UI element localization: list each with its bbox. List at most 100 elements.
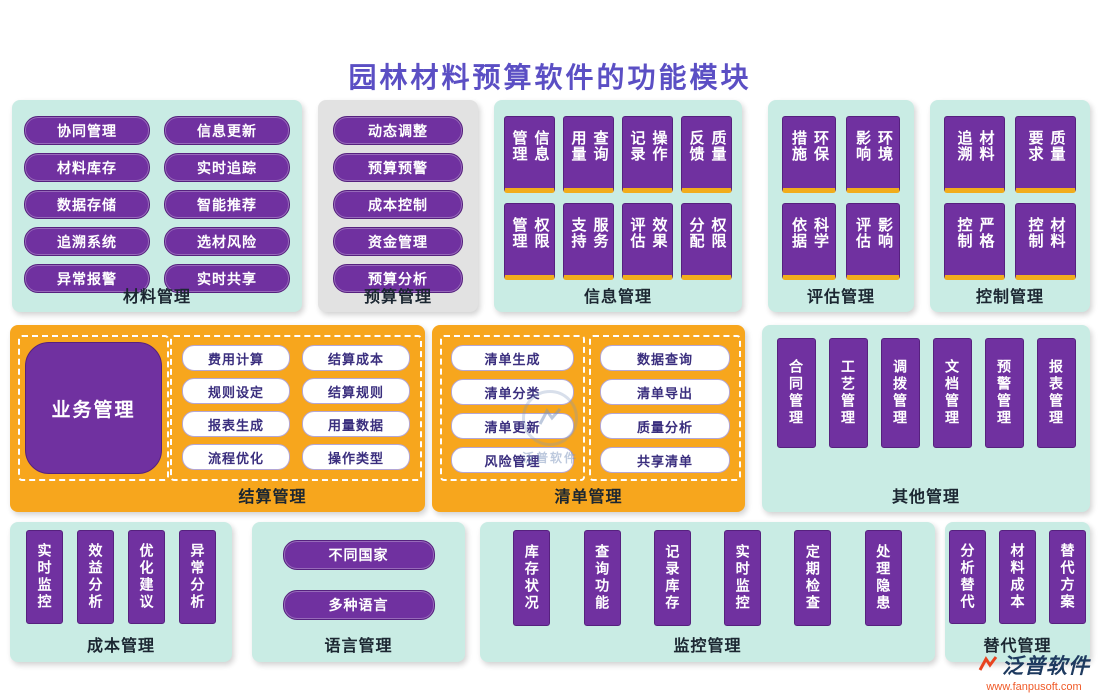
module-chip: 风险管理: [451, 447, 574, 473]
module-chip: 数据查询: [600, 345, 730, 371]
module-chip: 工艺管理: [828, 338, 868, 448]
panel-label-budget: 预算管理: [363, 289, 432, 306]
module-chip-label: 文档管理: [944, 359, 960, 427]
module-chip: 库存状况: [513, 530, 551, 626]
panel-label-list: 清单管理: [554, 489, 623, 506]
module-chip-label: 效益分析: [87, 543, 104, 611]
module-chip: 权限管理: [504, 203, 555, 280]
panel-cost-management: 实时监控 效益分析 优化建议 异常分析 成本管理: [10, 522, 232, 662]
module-chip-label: 库存状况: [523, 544, 540, 612]
module-chip: 实时监控: [26, 530, 63, 624]
module-chip-label: 优化建议: [138, 543, 155, 611]
module-chip-label: 异常分析: [189, 543, 206, 611]
module-chip: 信息管理: [504, 116, 555, 193]
module-chip: 权限分配: [681, 203, 732, 280]
module-chip: 选材风险: [164, 227, 290, 256]
module-chip-label: 材料控制: [1026, 216, 1066, 249]
panel-settlement-management: 业务管理 费用计算 结算成本 规则设定 结算规则 报表生成 用量数据 流程优化 …: [10, 325, 425, 512]
panel-label-cost: 成本管理: [86, 638, 155, 655]
module-chip: 协同管理: [24, 116, 150, 145]
module-chip: 文档管理: [932, 338, 972, 448]
module-chip: 报表生成: [182, 411, 290, 437]
module-chip: 清单导出: [600, 379, 730, 405]
module-chip-label: 替代方案: [1059, 543, 1076, 611]
panel-label-material: 材料管理: [122, 289, 191, 306]
budget-chip-stack: 动态调整 预算预警 成本控制 资金管理 预算分析: [318, 100, 478, 293]
module-chip: 共享清单: [600, 447, 730, 473]
brand-footer: 泛普软件 www.fanpusoft.com: [978, 650, 1090, 693]
module-chip-label: 材料成本: [1009, 543, 1026, 611]
module-chip: 科学依据: [782, 203, 836, 280]
module-chip: 查询功能: [583, 530, 621, 626]
panel-budget-management: 动态调整 预算预警 成本控制 资金管理 预算分析 预算管理: [318, 100, 478, 312]
panel-material-management: 协同管理 信息更新 材料库存 实时追踪 数据存储 智能推荐 追溯系统 选材风险 …: [12, 100, 302, 312]
module-chip: 预警管理: [984, 338, 1024, 448]
module-chip: 成本控制: [333, 190, 463, 219]
panel-information-management: 信息管理 查询用量 操作记录 质量反馈 权限管理 服务支持 效果评估 权限分配 …: [494, 100, 742, 312]
panel-label-info: 信息管理: [583, 289, 652, 306]
panel-label-control: 控制管理: [975, 289, 1044, 306]
module-chip: 清单分类: [451, 379, 574, 405]
module-chip: 规则设定: [182, 378, 290, 404]
module-chip: 动态调整: [333, 116, 463, 145]
module-chip-label: 材料追溯: [955, 129, 995, 162]
module-chip: 环保措施: [782, 116, 836, 193]
cost-chip-row: 实时监控 效益分析 优化建议 异常分析: [10, 522, 232, 624]
module-chip: 替代方案: [1049, 530, 1086, 624]
module-chip-label: 实时监控: [36, 543, 53, 611]
module-chip: 实时监控: [724, 530, 762, 626]
info-chip-grid: 信息管理 查询用量 操作记录 质量反馈 权限管理 服务支持 效果评估 权限分配: [494, 100, 742, 280]
module-chip-label: 质量要求: [1026, 129, 1066, 162]
module-chip: 信息更新: [164, 116, 290, 145]
module-chip: 实时共享: [164, 264, 290, 293]
module-chip: 服务支持: [563, 203, 614, 280]
material-chip-grid: 协同管理 信息更新 材料库存 实时追踪 数据存储 智能推荐 追溯系统 选材风险 …: [12, 100, 302, 293]
list-right-dashed-frame: 数据查询 清单导出 质量分析 共享清单: [589, 335, 741, 481]
module-chip: 结算成本: [302, 345, 410, 371]
module-chip-label: 调拨管理: [892, 359, 908, 427]
module-chip-label: 记录库存: [664, 544, 681, 612]
module-chip-label: 信息管理: [510, 129, 550, 162]
module-chip: 智能推荐: [164, 190, 290, 219]
module-chip: 材料库存: [24, 153, 150, 182]
module-chip-label: 工艺管理: [840, 359, 856, 427]
module-chip: 追溯系统: [24, 227, 150, 256]
module-chip: 合同管理: [776, 338, 816, 448]
module-chip: 分析替代: [949, 530, 986, 624]
panel-label-replace: 替代管理: [983, 638, 1052, 655]
module-chip-label: 合同管理: [788, 359, 804, 427]
module-chip: 查询用量: [563, 116, 614, 193]
module-chip: 定期检查: [794, 530, 832, 626]
settlement-button-grid: 费用计算 结算成本 规则设定 结算规则 报表生成 用量数据 流程优化 操作类型: [172, 337, 420, 478]
brand-name: 泛普软件: [1002, 655, 1090, 678]
panel-label-settlement: 结算管理: [238, 489, 307, 506]
list-left-stack: 清单生成 清单分类 清单更新 风险管理: [442, 337, 583, 481]
module-chip-label: 权限分配: [687, 216, 727, 249]
brand-url: www.fanpusoft.com: [986, 681, 1082, 693]
panel-label-language: 语言管理: [324, 638, 393, 655]
control-chip-grid: 材料追溯 质量要求 严格控制 材料控制: [930, 100, 1090, 280]
module-chip-label: 查询用量: [569, 129, 609, 162]
panel-label-other: 其他管理: [891, 489, 960, 506]
evaluation-chip-grid: 环保措施 环境影响 科学依据 影响评估: [768, 100, 914, 280]
module-chip: 效果评估: [622, 203, 673, 280]
module-chip: 异常报警: [24, 264, 150, 293]
module-chip: 效益分析: [77, 530, 114, 624]
settlement-dashed-frame: 费用计算 结算成本 规则设定 结算规则 报表生成 用量数据 流程优化 操作类型: [170, 335, 422, 481]
diagram-title: 园林材料预算软件的功能模块: [348, 62, 752, 93]
module-chip: 操作类型: [302, 444, 410, 470]
panel-evaluation-management: 环保措施 环境影响 科学依据 影响评估 评估管理: [768, 100, 914, 312]
module-chip: 用量数据: [302, 411, 410, 437]
module-chip: 材料追溯: [944, 116, 1005, 193]
module-chip-label: 预警管理: [996, 359, 1012, 427]
other-chip-row: 合同管理 工艺管理 调拨管理 文档管理 预警管理 报表管理: [762, 325, 1090, 448]
module-chip-label: 权限管理: [510, 216, 550, 249]
module-chip: 调拨管理: [880, 338, 920, 448]
module-chip: 优化建议: [128, 530, 165, 624]
module-chip: 多种语言: [282, 590, 435, 620]
module-chip-label: 科学依据: [790, 216, 829, 249]
module-chip: 严格控制: [944, 203, 1005, 280]
module-chip-label: 定期检查: [804, 544, 821, 612]
module-chip-label: 操作记录: [628, 129, 668, 162]
